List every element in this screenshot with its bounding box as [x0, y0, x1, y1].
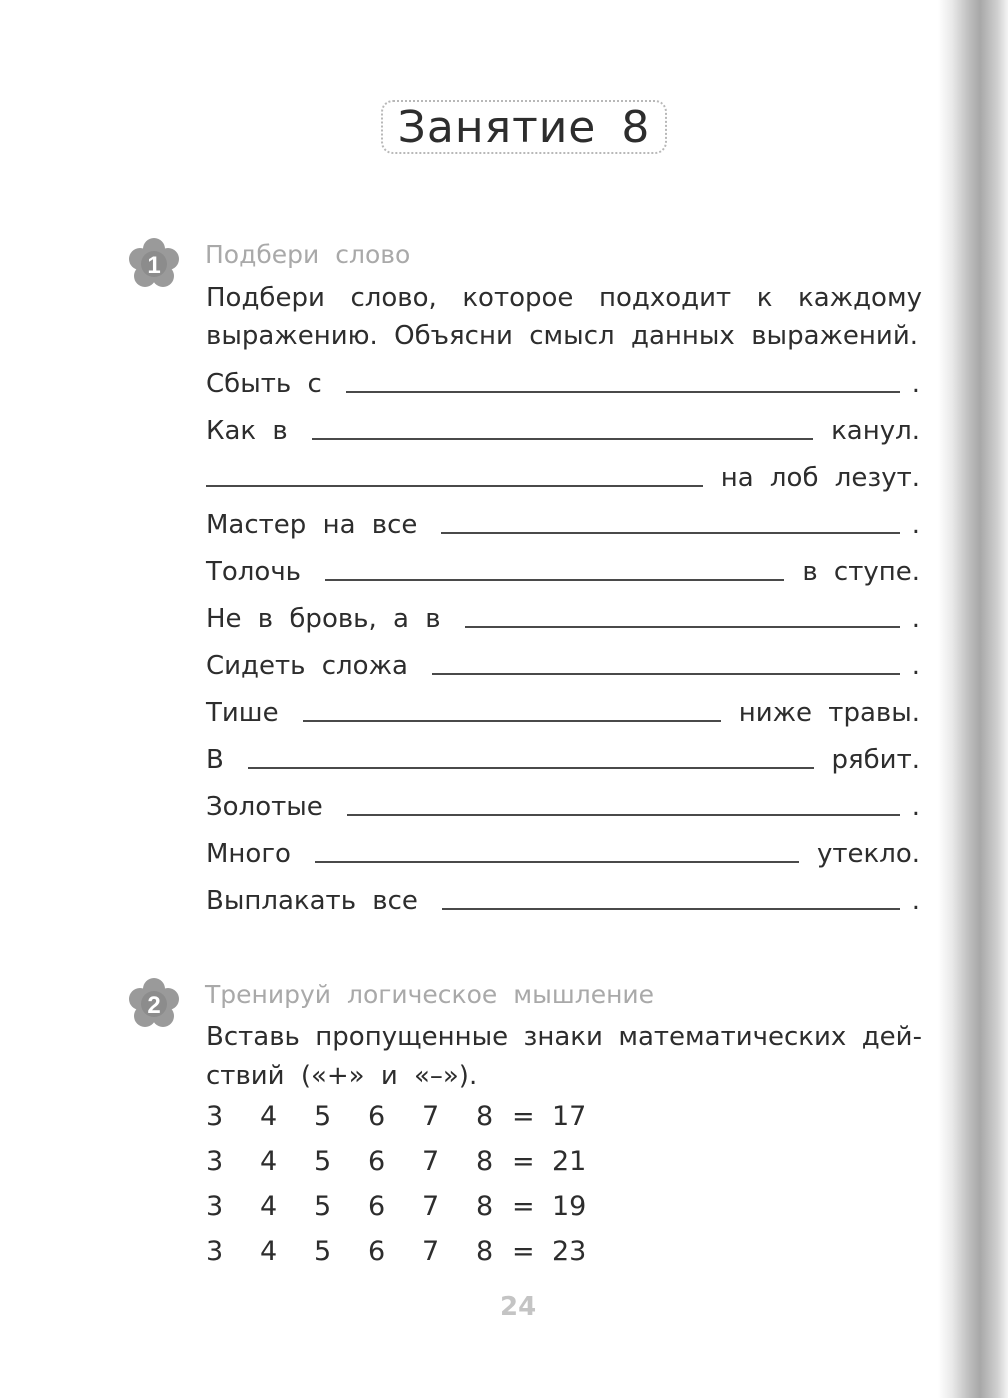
lesson-title: Занятие 8 — [397, 101, 651, 153]
answer-blank[interactable] — [325, 579, 785, 581]
answer-blank[interactable] — [247, 767, 814, 769]
task2-heading: Тренируй логическое мышление — [205, 980, 655, 1009]
answer-blank[interactable] — [464, 626, 900, 628]
idiom-row: Золотые . — [206, 792, 920, 822]
answer-blank[interactable] — [441, 908, 900, 910]
idiom-row: Толочь в ступе. — [206, 557, 920, 587]
idiom-row: Сидеть сложа . — [206, 651, 920, 681]
answer-blank[interactable] — [311, 438, 814, 440]
task1-instruction-line1: Подбери слово, которое подходит к каждом… — [206, 283, 922, 313]
task-number-flower-icon: 2 — [129, 978, 179, 1027]
lesson-title-box: Занятие 8 — [381, 100, 667, 154]
idiom-row: Много утекло. — [206, 839, 920, 869]
answer-blank[interactable] — [206, 485, 703, 487]
idiom-row: Тише ниже травы. — [206, 698, 920, 728]
task-number-flower-icon: 1 — [129, 238, 179, 287]
idiom-row: Как в канул. — [206, 416, 920, 446]
answer-blank[interactable] — [441, 532, 900, 534]
page-edge-shadow — [938, 0, 1008, 1398]
answer-blank[interactable] — [345, 391, 900, 393]
task-number-1: 1 — [147, 252, 160, 279]
task2-instruction-line2: ствий («+» и «–»). — [206, 1061, 478, 1091]
task-number-2: 2 — [147, 992, 160, 1019]
idiom-row: Не в бровь, а в . — [206, 604, 920, 634]
idiom-row: Выплакать все . — [206, 886, 920, 916]
idiom-row: В рябит. — [206, 745, 920, 775]
answer-blank[interactable] — [346, 814, 900, 816]
idiom-row: Мастер на все . — [206, 510, 920, 540]
answer-blank[interactable] — [431, 673, 900, 675]
idiom-row: на лоб лезут. — [206, 457, 920, 493]
idiom-row: Сбыть с . — [206, 369, 920, 399]
task2-instruction-line1: Вставь пропущенные знаки математических … — [206, 1022, 922, 1052]
task1-heading: Подбери слово — [205, 240, 411, 269]
answer-blank[interactable] — [314, 861, 799, 863]
page-number: 24 — [500, 1292, 537, 1322]
answer-blank[interactable] — [302, 720, 721, 722]
task1-instruction-line2: выражению. Объясни смысл данных выражени… — [206, 321, 918, 351]
